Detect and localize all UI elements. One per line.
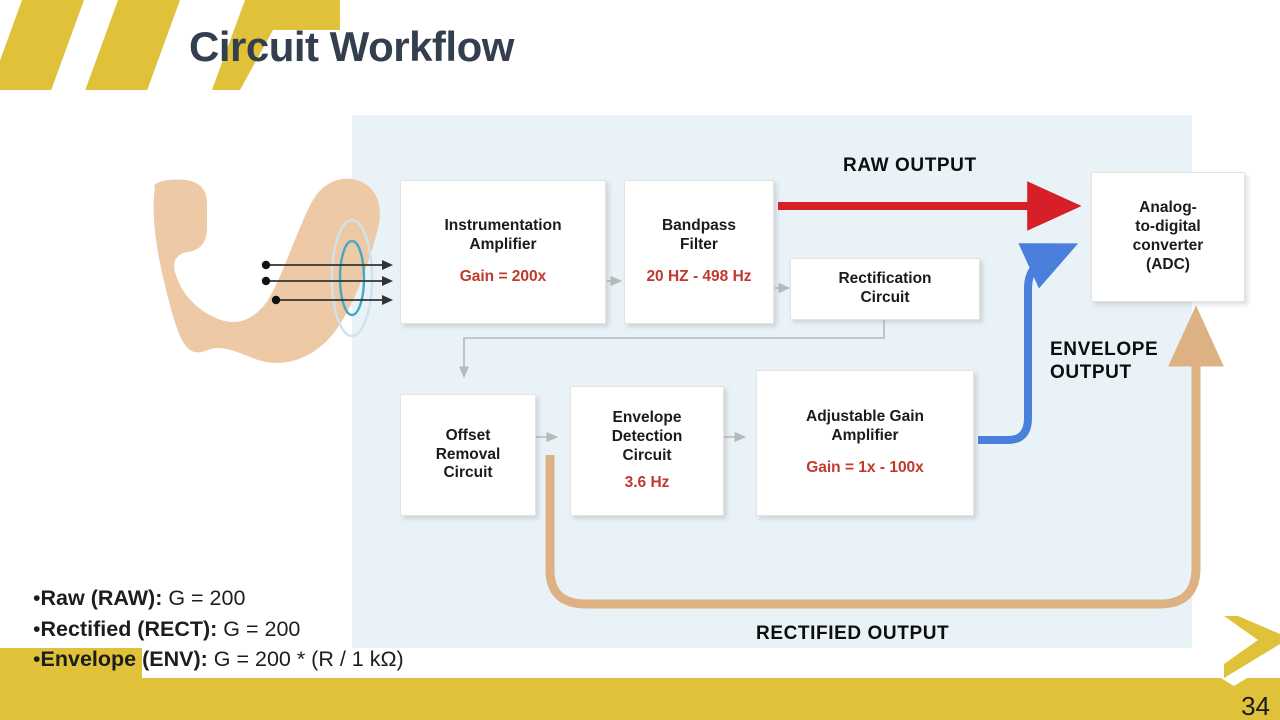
electrode-dots — [261, 260, 281, 305]
page-number: 34 — [1241, 691, 1270, 720]
gain-summary-list: •Raw (RAW): G = 200 •Rectified (RECT): G… — [33, 583, 404, 675]
box-bandpass-filter[interactable]: Bandpass Filter 20 HZ - 498 Hz — [624, 180, 774, 324]
box-adjustable-gain-amplifier[interactable]: Adjustable Gain Amplifier Gain = 1x - 10… — [756, 370, 974, 516]
box-envelope-detection-circuit[interactable]: Envelope Detection Circuit 3.6 Hz — [570, 386, 724, 516]
list-item-value: G = 200 — [162, 586, 246, 610]
box-rectification-circuit[interactable]: Rectification Circuit — [790, 258, 980, 320]
list-item-label: Rectified (RECT): — [40, 616, 218, 641]
label-envelope-output: ENVELOPE OUTPUT — [1050, 339, 1159, 384]
box-title: Adjustable Gain Amplifier — [806, 408, 924, 445]
box-adc[interactable]: Analog- to-digital converter (ADC) — [1091, 172, 1245, 302]
box-instrumentation-amplifier[interactable]: Instrumentation Amplifier Gain = 200x — [400, 180, 606, 324]
list-item-value: G = 200 * (R / 1 kΩ) — [207, 647, 404, 672]
box-title: Envelope Detection Circuit — [611, 408, 683, 464]
list-item: •Raw (RAW): G = 200 — [33, 586, 246, 610]
box-title: Rectification Circuit — [838, 270, 932, 306]
list-item-value: G = 200 — [217, 616, 301, 641]
arm-shape — [153, 178, 380, 363]
label-raw-output: RAW OUTPUT — [843, 155, 977, 176]
box-value: 3.6 Hz — [624, 474, 670, 492]
list-item-label: Envelope (ENV): — [40, 647, 208, 672]
deco-bottom-yellow-band — [0, 678, 1280, 720]
decoration-bottom — [0, 648, 1280, 720]
electrode-leads — [266, 264, 382, 301]
box-value: 20 HZ - 498 Hz — [646, 267, 752, 285]
box-value: Gain = 1x - 100x — [806, 458, 924, 476]
page-title: Circuit Workflow — [189, 23, 514, 70]
list-item: •Rectified (RECT): G = 200 — [33, 616, 301, 641]
box-offset-removal-circuit[interactable]: Offset Removal Circuit — [400, 394, 536, 516]
box-title: Bandpass Filter — [661, 217, 737, 254]
box-title: Instrumentation Amplifier — [444, 217, 562, 254]
ring-outer — [330, 218, 374, 338]
ring-inner — [338, 239, 366, 317]
deco-bottom-white-plate — [142, 648, 1192, 678]
electrode-arrowheads — [382, 260, 393, 305]
decoration-top-left — [0, 0, 340, 90]
box-value: Gain = 200x — [459, 267, 547, 285]
list-item-label: Raw (RAW): — [40, 586, 163, 610]
label-rectified-output: RECTIFIED OUTPUT — [756, 623, 950, 644]
list-item: •Envelope (ENV): G = 200 * (R / 1 kΩ) — [33, 647, 404, 672]
box-title: Offset Removal Circuit — [435, 426, 501, 482]
box-title: Analog- to-digital converter (ADC) — [1132, 199, 1204, 273]
